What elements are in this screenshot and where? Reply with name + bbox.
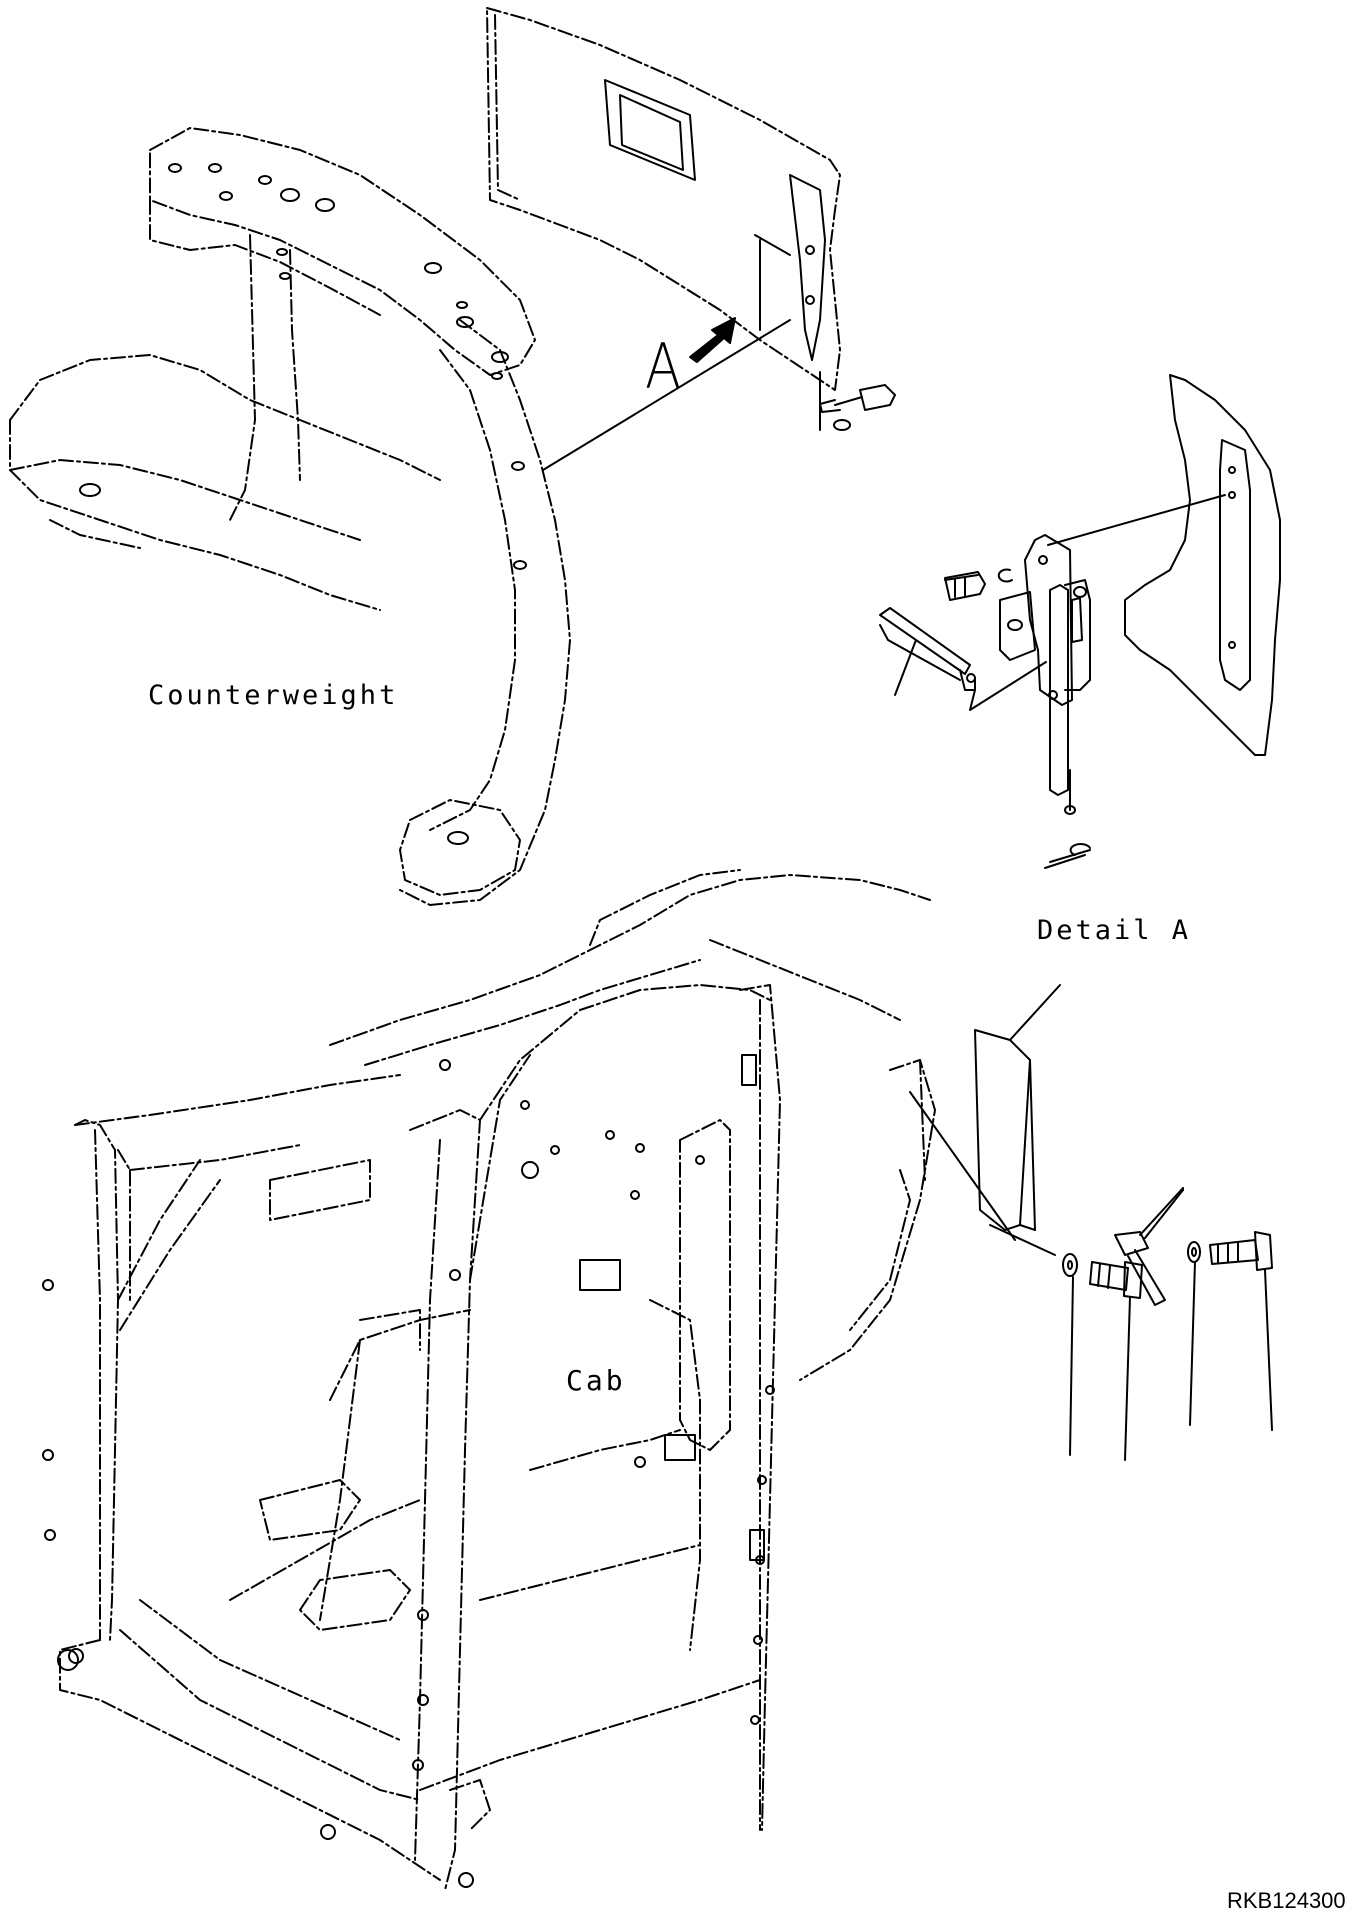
detail-a-drawing (879, 374, 1281, 869)
cab-label: Cab (566, 1364, 626, 1397)
cab-drawing (59, 869, 936, 1891)
bracket-hardware (909, 984, 1273, 1461)
panel-drawing (486, 7, 896, 431)
view-marker-label: A (645, 330, 682, 403)
counterweight-label: Counterweight (148, 680, 399, 711)
counterweight-drawing (9, 127, 571, 906)
drawing-code-label: RKB124300 (1227, 1888, 1346, 1913)
view-arrow-icon (689, 317, 736, 363)
cab-holes (42, 1054, 775, 1888)
detail-a-label: Detail A (1037, 915, 1192, 946)
leader-line-a (542, 319, 791, 471)
